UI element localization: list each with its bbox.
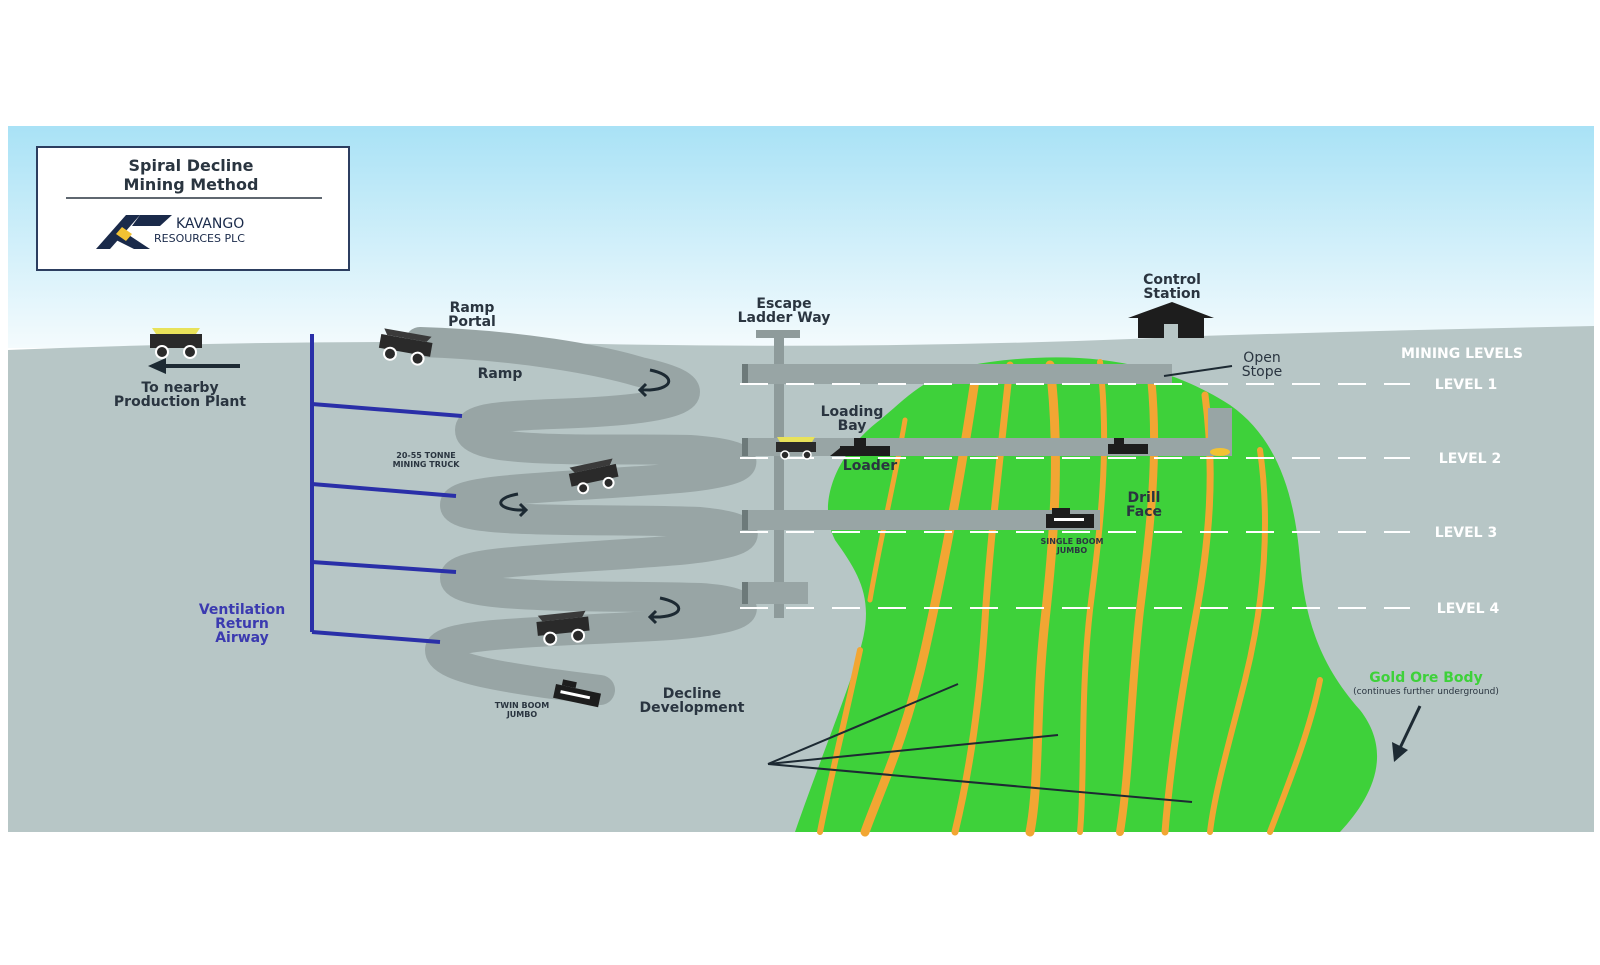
vent-branch xyxy=(311,560,457,574)
logo-sub: RESOURCES PLC xyxy=(154,232,245,245)
ventilation-label: Ventilation xyxy=(199,602,285,618)
level4-bay xyxy=(742,582,808,604)
level2-bay-shadow xyxy=(742,438,748,456)
gold-ore-body-label: Gold Ore Body xyxy=(1369,670,1482,686)
loading-bay-label: Bay xyxy=(838,418,867,434)
twin-boom-jumbo-label: TWIN BOOM xyxy=(495,701,549,710)
level3-bay-shadow xyxy=(742,510,748,530)
vent-branch xyxy=(311,630,441,644)
mining-truck-label: MINING TRUCK xyxy=(393,460,461,469)
production-plant-arrow xyxy=(148,358,240,374)
vein xyxy=(1207,447,1268,835)
open-stope-label: Open xyxy=(1243,350,1280,366)
vent-branch xyxy=(311,402,463,418)
loader-icon xyxy=(830,438,890,456)
vein xyxy=(860,375,980,837)
spiral-ramp xyxy=(405,327,758,705)
drill-rig-icon xyxy=(1108,438,1148,454)
open-stope-label: Stope xyxy=(1242,364,1282,380)
ramp-direction-arrows xyxy=(499,368,681,625)
stope-marker xyxy=(1210,448,1230,456)
control-station-label: Control xyxy=(1143,272,1201,288)
title-line2: Mining Method xyxy=(124,175,259,194)
gold-ore-body xyxy=(795,357,1378,832)
mining-levels-heading: MINING LEVELS xyxy=(1401,346,1523,362)
ladder-cap xyxy=(756,330,800,338)
level2-label: LEVEL 2 xyxy=(1439,451,1501,467)
twin-boom-jumbo-label: JUMBO xyxy=(506,710,538,719)
level1-drive xyxy=(742,364,1172,384)
drill-face-label: Face xyxy=(1126,504,1162,520)
vein xyxy=(1161,391,1214,836)
vein xyxy=(817,647,863,835)
logo-name: KAVANGO xyxy=(176,216,244,232)
escape-ladder-shaft xyxy=(774,338,784,618)
control-station-icon xyxy=(1128,302,1214,338)
single-boom-jumbo-label: JUMBO xyxy=(1056,546,1088,555)
level-lines xyxy=(740,383,1410,609)
turn-arrow xyxy=(499,492,529,518)
drill-face-label: Drill xyxy=(1128,490,1161,506)
gold-ore-body-sublabel: (continues further underground) xyxy=(1353,687,1499,697)
ventilation-label: Return xyxy=(215,616,269,632)
turn-arrow xyxy=(637,368,671,398)
single-boom-jumbo-icon xyxy=(1046,508,1094,528)
single-boom-jumbo-label: SINGLE BOOM xyxy=(1040,537,1103,546)
haul-truck-icon xyxy=(568,458,619,495)
loader-label: Loader xyxy=(843,458,898,474)
level3-label: LEVEL 3 xyxy=(1435,525,1497,541)
loading-bay-truck-icon xyxy=(776,437,816,460)
vein xyxy=(1267,677,1323,835)
twin-boom-jumbo-icon xyxy=(553,679,601,708)
haul-truck-icon xyxy=(378,328,433,366)
ventilation-label: Airway xyxy=(215,630,269,646)
title-line1: Spiral Decline xyxy=(128,156,253,175)
open-stope-pointer xyxy=(1163,365,1233,377)
turn-arrow xyxy=(647,596,681,625)
escape-ladder-label: Escape xyxy=(756,296,811,312)
ramp-portal-label: Ramp xyxy=(450,300,495,316)
escape-ladder-label: Ladder Way xyxy=(738,310,831,326)
production-plant-label: Production Plant xyxy=(114,394,246,410)
level1-label: LEVEL 1 xyxy=(1435,377,1497,393)
production-plant-label: To nearby xyxy=(141,380,218,396)
vent-branch xyxy=(311,482,457,498)
mining-truck-label: 20-55 TONNE xyxy=(396,451,455,460)
level3-drive xyxy=(742,510,1100,530)
haul-truck-icon xyxy=(150,328,202,359)
level4-bay-shadow xyxy=(742,582,748,604)
decline-development-label: Development xyxy=(640,700,745,716)
ramp-portal-label: Portal xyxy=(448,314,496,330)
loading-bay-label: Loading xyxy=(821,404,884,420)
level1-bay-shadow xyxy=(742,364,748,384)
gold-ore-arrow xyxy=(1392,705,1422,762)
title-box: Spiral Decline Mining Method KAVANGO RES… xyxy=(36,146,350,271)
control-station-label: Station xyxy=(1143,286,1200,302)
decline-development-label: Decline xyxy=(663,686,721,702)
diagram-labels: Ramp Portal Escape Ladder Way Control St… xyxy=(114,272,1523,719)
ramp-label: Ramp xyxy=(478,366,523,382)
haul-truck-icon xyxy=(536,610,590,646)
ventilation-airway xyxy=(310,334,463,644)
vein-pointer-lines xyxy=(767,683,1193,803)
kavango-logo-icon xyxy=(96,215,172,249)
level4-label: LEVEL 4 xyxy=(1437,601,1500,617)
